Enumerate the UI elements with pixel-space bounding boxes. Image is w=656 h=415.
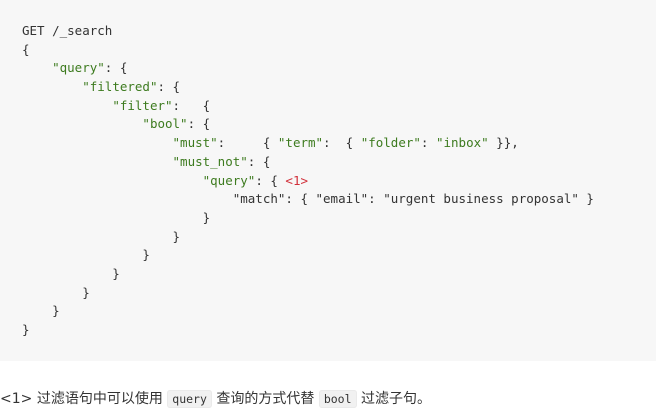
code-line: } <box>22 265 656 284</box>
code-plain-token: } <box>22 247 150 263</box>
code-plain-token: : { <box>247 153 271 169</box>
code-line: { <box>22 41 656 60</box>
code-string-token: "term" <box>277 135 324 151</box>
code-plain-token: } <box>22 303 60 319</box>
code-line: } <box>22 321 656 340</box>
code-line: } <box>22 228 656 247</box>
inline-code-bool: bool <box>318 390 357 408</box>
code-line: "match": { "email": "urgent business pro… <box>22 190 656 209</box>
code-plain-token: : { <box>323 135 361 151</box>
code-plain-token <box>22 116 142 131</box>
code-line: "must": { "term": { "folder": "inbox" }}… <box>22 134 656 153</box>
code-plain-token: } <box>22 228 181 244</box>
code-string-token: "inbox" <box>435 135 489 151</box>
code-string-token: "filtered" <box>82 79 158 95</box>
code-line: "filter": { <box>22 97 656 116</box>
code-plain-token: : { <box>104 60 128 76</box>
code-string-token: "query" <box>52 60 105 76</box>
code-string-token: "must" <box>172 135 218 151</box>
code-line: "query": { <box>22 59 656 78</box>
note-text-middle: 查询的方式代替 <box>211 391 319 407</box>
code-string-token: "folder" <box>360 135 421 151</box>
note-text-after: 过滤子句。 <box>356 391 431 407</box>
code-plain-token: } <box>22 322 30 337</box>
code-plain-token: : <box>420 135 436 151</box>
code-string-token: "bool" <box>142 116 188 132</box>
code-callout-marker: <1> <box>285 172 308 188</box>
code-plain-token <box>22 135 173 150</box>
code-plain-token <box>22 154 173 169</box>
code-plain-token: GET /_search <box>22 23 113 38</box>
code-block: GET /_search{ "query": { "filtered": { "… <box>22 22 656 340</box>
code-plain-token: : { <box>187 116 211 132</box>
code-plain-token: } <box>22 284 90 300</box>
callout-marker: <1> <box>0 391 33 407</box>
code-string-token: "filter" <box>112 97 173 113</box>
code-line: "bool": { <box>22 115 656 134</box>
code-plain-token <box>22 79 82 94</box>
code-line: } <box>22 284 656 303</box>
code-plain-token: : { <box>172 97 211 113</box>
code-plain-token: } <box>22 265 120 281</box>
code-plain-token: "match": { "email": "urgent business pro… <box>22 191 594 207</box>
code-plain-token: : { <box>217 135 278 151</box>
code-plain-token: { <box>22 41 30 57</box>
code-plain-token: : { <box>157 79 181 95</box>
code-line: GET /_search <box>22 22 656 41</box>
code-plain-token <box>22 60 52 75</box>
code-plain-token: }}, <box>488 135 519 151</box>
note-text-before: 过滤语句中可以使用 <box>32 391 168 407</box>
code-line: "must_not": { <box>22 153 656 172</box>
code-plain-token <box>22 98 112 113</box>
code-line: } <box>22 302 656 321</box>
callout-note: <1> 过滤语句中可以使用 query 查询的方式代替 bool 过滤子句。 <box>0 388 656 410</box>
code-string-token: "must_not" <box>172 153 248 169</box>
code-plain-token: : { <box>255 172 286 188</box>
inline-code-query: query <box>167 390 212 408</box>
code-plain-token <box>22 173 203 188</box>
code-line: } <box>22 246 656 265</box>
code-line: "filtered": { <box>22 78 656 97</box>
code-line: } <box>22 209 656 228</box>
code-string-token: "query" <box>202 172 256 188</box>
code-plain-token: } <box>22 209 211 225</box>
code-line: "query": { <1> <box>22 172 656 191</box>
